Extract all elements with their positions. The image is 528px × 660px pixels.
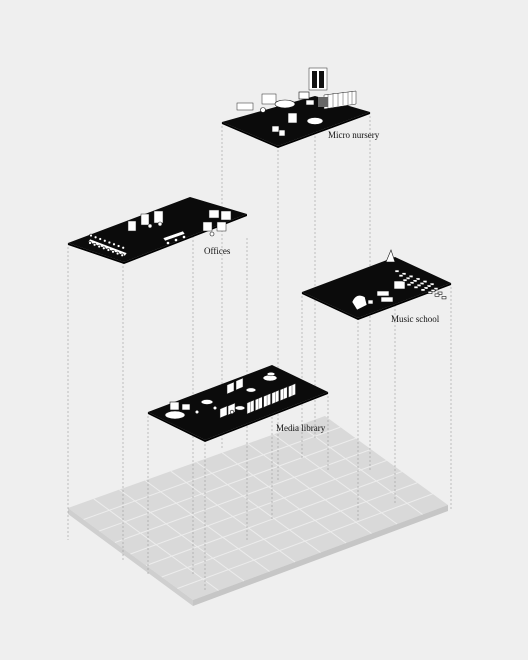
book-shelves bbox=[219, 377, 296, 419]
ground-grid bbox=[68, 416, 448, 606]
level-media-library bbox=[148, 365, 328, 442]
meeting-table bbox=[162, 230, 186, 242]
crib bbox=[287, 112, 298, 124]
round-rug bbox=[306, 117, 324, 125]
level-music-school bbox=[302, 249, 451, 320]
floor-music-school bbox=[302, 257, 451, 318]
ground-front-right bbox=[193, 505, 448, 606]
bench bbox=[236, 102, 254, 111]
ground-top bbox=[68, 416, 448, 600]
play-frame bbox=[308, 67, 328, 91]
label-media-library: Media library bbox=[276, 423, 326, 433]
reading-table bbox=[164, 410, 186, 420]
upright-piano bbox=[393, 280, 406, 290]
label-micro-nursery: Micro nursery bbox=[328, 130, 380, 140]
ground-front-left bbox=[68, 508, 193, 606]
music-chairs bbox=[394, 269, 447, 300]
level-micro-nursery bbox=[222, 67, 370, 148]
grid-lines bbox=[83, 424, 433, 591]
floor-media-library bbox=[148, 365, 328, 440]
low-cabinet bbox=[261, 93, 277, 105]
floor-offices bbox=[68, 197, 247, 262]
office-chairs bbox=[88, 233, 125, 257]
grand-piano bbox=[351, 295, 368, 311]
harp bbox=[385, 249, 396, 263]
shelving-unit bbox=[323, 90, 357, 110]
round-table bbox=[274, 99, 296, 109]
level-offices bbox=[68, 197, 247, 264]
label-offices: Offices bbox=[204, 246, 231, 256]
label-music-school: Music school bbox=[391, 314, 440, 324]
long-desk bbox=[87, 238, 128, 257]
